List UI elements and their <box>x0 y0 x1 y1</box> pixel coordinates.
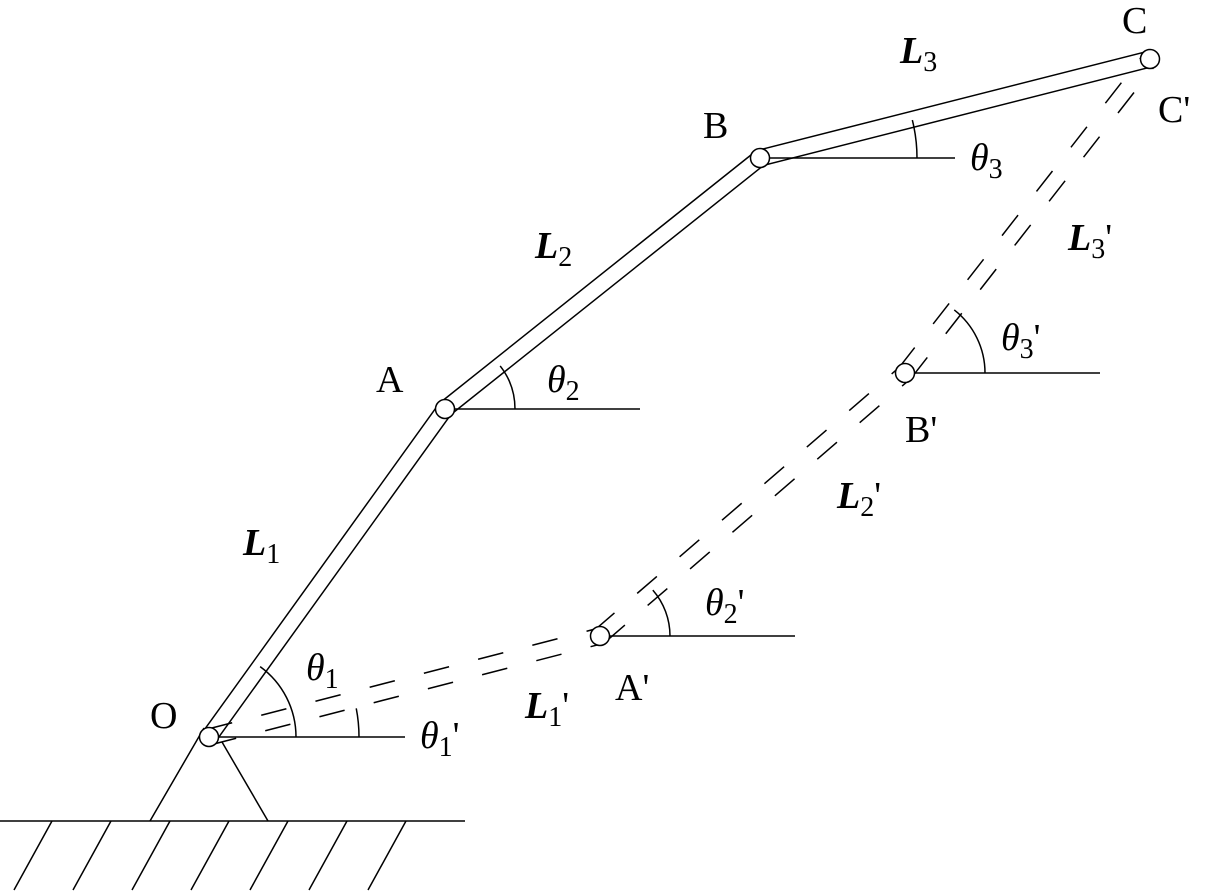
label-link-l3-prime: L3' <box>1067 217 1112 265</box>
label-angle-theta3-prime: θ3' <box>1001 317 1041 365</box>
link-l2-edge-a <box>449 163 766 416</box>
label-point-c-prime: C' <box>1158 89 1190 131</box>
arc-theta2 <box>499 365 516 410</box>
label-link-l3: L3 <box>899 30 937 78</box>
label-point-a-prime: A' <box>615 667 649 709</box>
label-link-l1: L1 <box>242 522 280 570</box>
link-l2-edge-b <box>439 151 756 404</box>
link-l3-edge-b <box>757 50 1149 151</box>
arc-theta1 <box>259 666 297 738</box>
arc-theta1-prime <box>355 708 360 738</box>
arc-theta2-prime <box>652 589 671 637</box>
ground-hatch <box>308 820 348 891</box>
arc-theta3 <box>911 119 918 159</box>
link-l1-prime-edge-b <box>206 627 599 730</box>
label-link-l2-prime: L2' <box>836 475 881 523</box>
joint-o <box>198 726 220 748</box>
label-angle-theta1-prime: θ1' <box>420 715 460 763</box>
link-l1-edge-b <box>201 403 440 733</box>
link-l2-prime-edge-b <box>594 366 901 631</box>
label-point-b: B <box>703 105 728 147</box>
ground-hatch <box>367 820 407 891</box>
ground-hatch <box>131 820 171 891</box>
arc-theta3-prime <box>953 309 986 374</box>
ground-hatch <box>190 820 230 891</box>
label-point-a: A <box>376 359 404 401</box>
link-l1-edge-a <box>214 413 453 743</box>
link-l1-prime-edge-a <box>210 643 603 746</box>
support-right <box>221 741 269 822</box>
label-angle-theta2-prime: θ2' <box>705 582 745 630</box>
label-angle-theta1: θ1 <box>306 647 339 695</box>
joint-b-prime <box>894 362 916 384</box>
link-l2-prime-edge-a <box>604 378 911 643</box>
label-angle-theta2: θ2 <box>547 359 580 407</box>
label-point-c: C <box>1122 0 1147 42</box>
label-point-b-prime: B' <box>905 409 937 451</box>
joint-a-prime <box>589 625 611 647</box>
support-left <box>149 727 205 822</box>
ground-hatch <box>13 820 53 891</box>
label-link-l1-prime: L1' <box>524 685 569 733</box>
label-point-o: O <box>150 695 177 737</box>
link-l3-prime-edge-b <box>898 53 1145 369</box>
diagram-geometry <box>0 48 1161 891</box>
ground-hatch <box>72 820 112 891</box>
ground-hatch <box>249 820 289 891</box>
label-angle-theta3: θ3 <box>970 137 1003 185</box>
joint-b <box>749 147 771 169</box>
link-l3-edge-a <box>761 66 1153 167</box>
label-link-l2: L2 <box>534 225 572 273</box>
joint-c <box>1139 48 1161 70</box>
link-l3-prime-edge-a <box>910 63 1157 379</box>
joint-a <box>434 398 456 420</box>
